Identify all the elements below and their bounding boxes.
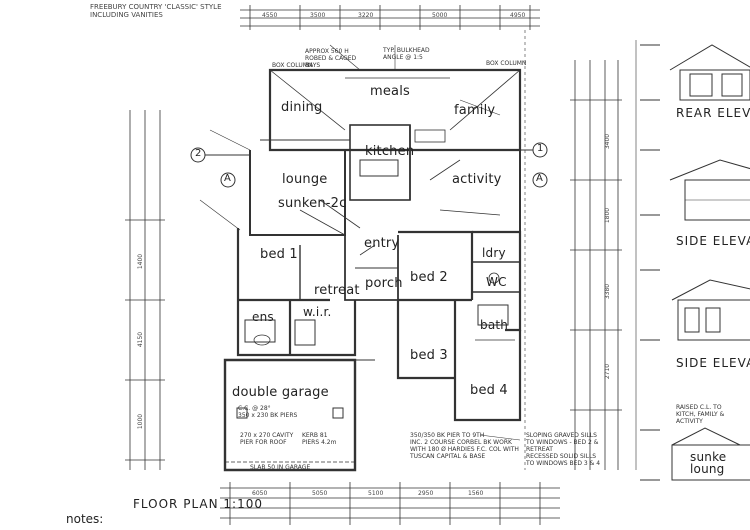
rear-elevation-drawing xyxy=(640,44,750,101)
room-label-sunken: sunken-2c xyxy=(278,196,347,211)
garage-walls xyxy=(223,358,375,472)
top-dimension-lines xyxy=(240,5,540,30)
side-elevation-1-title: SIDE ELEVAT xyxy=(676,234,750,248)
room-label-bed2: bed 2 xyxy=(410,270,448,285)
right-dimension-lines xyxy=(570,60,622,470)
leader-lines xyxy=(199,44,521,441)
room-label-garage: double garage xyxy=(232,385,329,400)
note-bulkhead-1: TYP. BULKHEAD xyxy=(383,47,430,54)
note-bottom-centre-3: WITH 180 Ø HARDIES F.C. COL WITH xyxy=(410,446,519,453)
dim-bottom-1: 6050 xyxy=(252,490,268,497)
note-garage-cavity-2: PIER FOR ROOF xyxy=(240,439,287,446)
inset-sunken-lounge-drawing xyxy=(640,427,750,481)
room-label-bed4: bed 4 xyxy=(470,383,508,398)
right-wing-walls xyxy=(396,230,522,422)
side-elevation-1-drawing xyxy=(640,149,750,221)
dim-left-1: 1400 xyxy=(137,253,145,270)
header-note-2: INCLUDING VANITIES xyxy=(90,11,163,19)
dim-right-1: 3400 xyxy=(604,133,612,150)
dim-top-3: 3220 xyxy=(358,12,374,19)
dim-bottom-3: 5100 xyxy=(368,490,384,497)
left-dimension-lines xyxy=(125,110,165,470)
bottom-dimension-lines xyxy=(220,482,560,525)
note-kerb-2: PIERS 4.2m xyxy=(302,439,337,446)
dim-top-5: 4950 xyxy=(510,12,526,19)
note-raised-cl-2: KITCH, FAMILY & xyxy=(676,411,725,418)
dim-left-3: 1000 xyxy=(137,413,145,430)
note-top-box-1: APPROX 560 H xyxy=(305,48,349,55)
note-top-box-2: ROBED & CAGED xyxy=(305,55,357,62)
note-garage-cavity-1: 270 x 270 CAVITY xyxy=(240,432,294,439)
rear-elevation-title: REAR ELEVAT xyxy=(676,106,750,120)
room-label-kitchen: kitchen xyxy=(365,144,415,159)
section-marker-1: 1 xyxy=(537,143,544,154)
left-wing-walls xyxy=(236,228,357,357)
dim-bottom-4: 2950 xyxy=(418,490,434,497)
dim-left-2: 4150 xyxy=(137,331,145,348)
note-bottom-right-2: TO WINDOWS - BED 2 & xyxy=(526,439,599,446)
side-elevation-2-drawing xyxy=(640,269,750,341)
note-garage-floor: SLAB 50 IN GARAGE xyxy=(250,464,311,471)
room-label-activity: activity xyxy=(452,172,502,187)
room-label-bath: bath xyxy=(480,318,509,332)
entry-walls xyxy=(344,235,399,320)
note-bottom-right-4: RECESSED SOLID SILLS xyxy=(526,453,597,460)
room-label-bed3: bed 3 xyxy=(410,348,448,363)
note-box-column-right: BOX COLUMN xyxy=(486,60,527,67)
kitchen-walls xyxy=(349,124,446,201)
room-label-retreat: retreat xyxy=(314,283,360,298)
room-label-bed1: bed 1 xyxy=(260,247,298,262)
note-raised-cl-3: ACTIVITY xyxy=(676,418,703,425)
note-box-column-left: BOX COLUMN xyxy=(272,62,313,69)
room-label-dining: dining xyxy=(281,100,323,115)
room-label-ldry: ldry xyxy=(482,246,506,260)
room-label-entry: entry xyxy=(364,236,400,251)
room-label-lounge: lounge xyxy=(282,172,328,187)
dim-bottom-2: 5050 xyxy=(312,490,328,497)
section-marker-a-left: A xyxy=(224,173,231,184)
room-label-meals: meals xyxy=(370,84,411,99)
note-bulkhead-2: ANGLE @ 1:5 xyxy=(383,54,423,61)
note-top-box-3: BAYS xyxy=(305,62,321,69)
section-marker-shapes xyxy=(190,142,548,188)
note-bottom-right-3: RETREAT xyxy=(526,446,553,453)
dim-right-2: 1800 xyxy=(604,207,612,224)
dim-top-4: 5000 xyxy=(432,12,448,19)
dim-right-3: 3380 xyxy=(604,283,612,300)
note-garage-slab-1: C.C. @ 28° xyxy=(238,405,271,412)
room-label-wc: WC xyxy=(486,275,507,289)
dim-top-1: 4550 xyxy=(262,12,278,19)
header-note-1: FREEBURY COUNTRY 'CLASSIC' STYLE xyxy=(90,3,222,11)
notes-label: notes: xyxy=(66,512,104,526)
note-bottom-centre-1: 350/350 BK PIER TO 9TH xyxy=(410,432,485,439)
dim-right-4: 2710 xyxy=(604,363,612,380)
inset-label-sunken: sunke xyxy=(690,450,727,464)
room-label-family: family xyxy=(454,103,496,118)
note-garage-slab-2: 350 x 230 BK PIERS xyxy=(238,412,298,419)
room-label-ens: ens xyxy=(252,310,274,324)
side-elevation-2-title: SIDE ELEVAT xyxy=(676,356,750,370)
plan-title: FLOOR PLAN 1:100 xyxy=(133,497,263,511)
note-bottom-centre-4: TUSCAN CAPITAL & BASE xyxy=(410,453,486,460)
note-bottom-right-1: SLOPING GRAVED SILLS xyxy=(526,432,597,439)
section-marker-2: 2 xyxy=(195,148,202,159)
room-label-wir: w.i.r. xyxy=(303,305,332,319)
note-bottom-right-5: TO WINDOWS BED 3 & 4 xyxy=(526,460,601,467)
dim-bottom-5: 1560 xyxy=(468,490,484,497)
inset-label-lounge: loung xyxy=(690,462,725,476)
section-marker-a-right: A xyxy=(536,173,543,184)
note-bottom-centre-2: INC. 2 COURSE CORBEL BK WORK xyxy=(410,439,512,446)
dim-top-2: 3500 xyxy=(310,12,326,19)
note-kerb-1: KERB 81 xyxy=(302,432,328,439)
room-label-porch: porch xyxy=(365,276,403,291)
note-raised-cl-1: RAISED C.L. TO xyxy=(676,404,722,411)
